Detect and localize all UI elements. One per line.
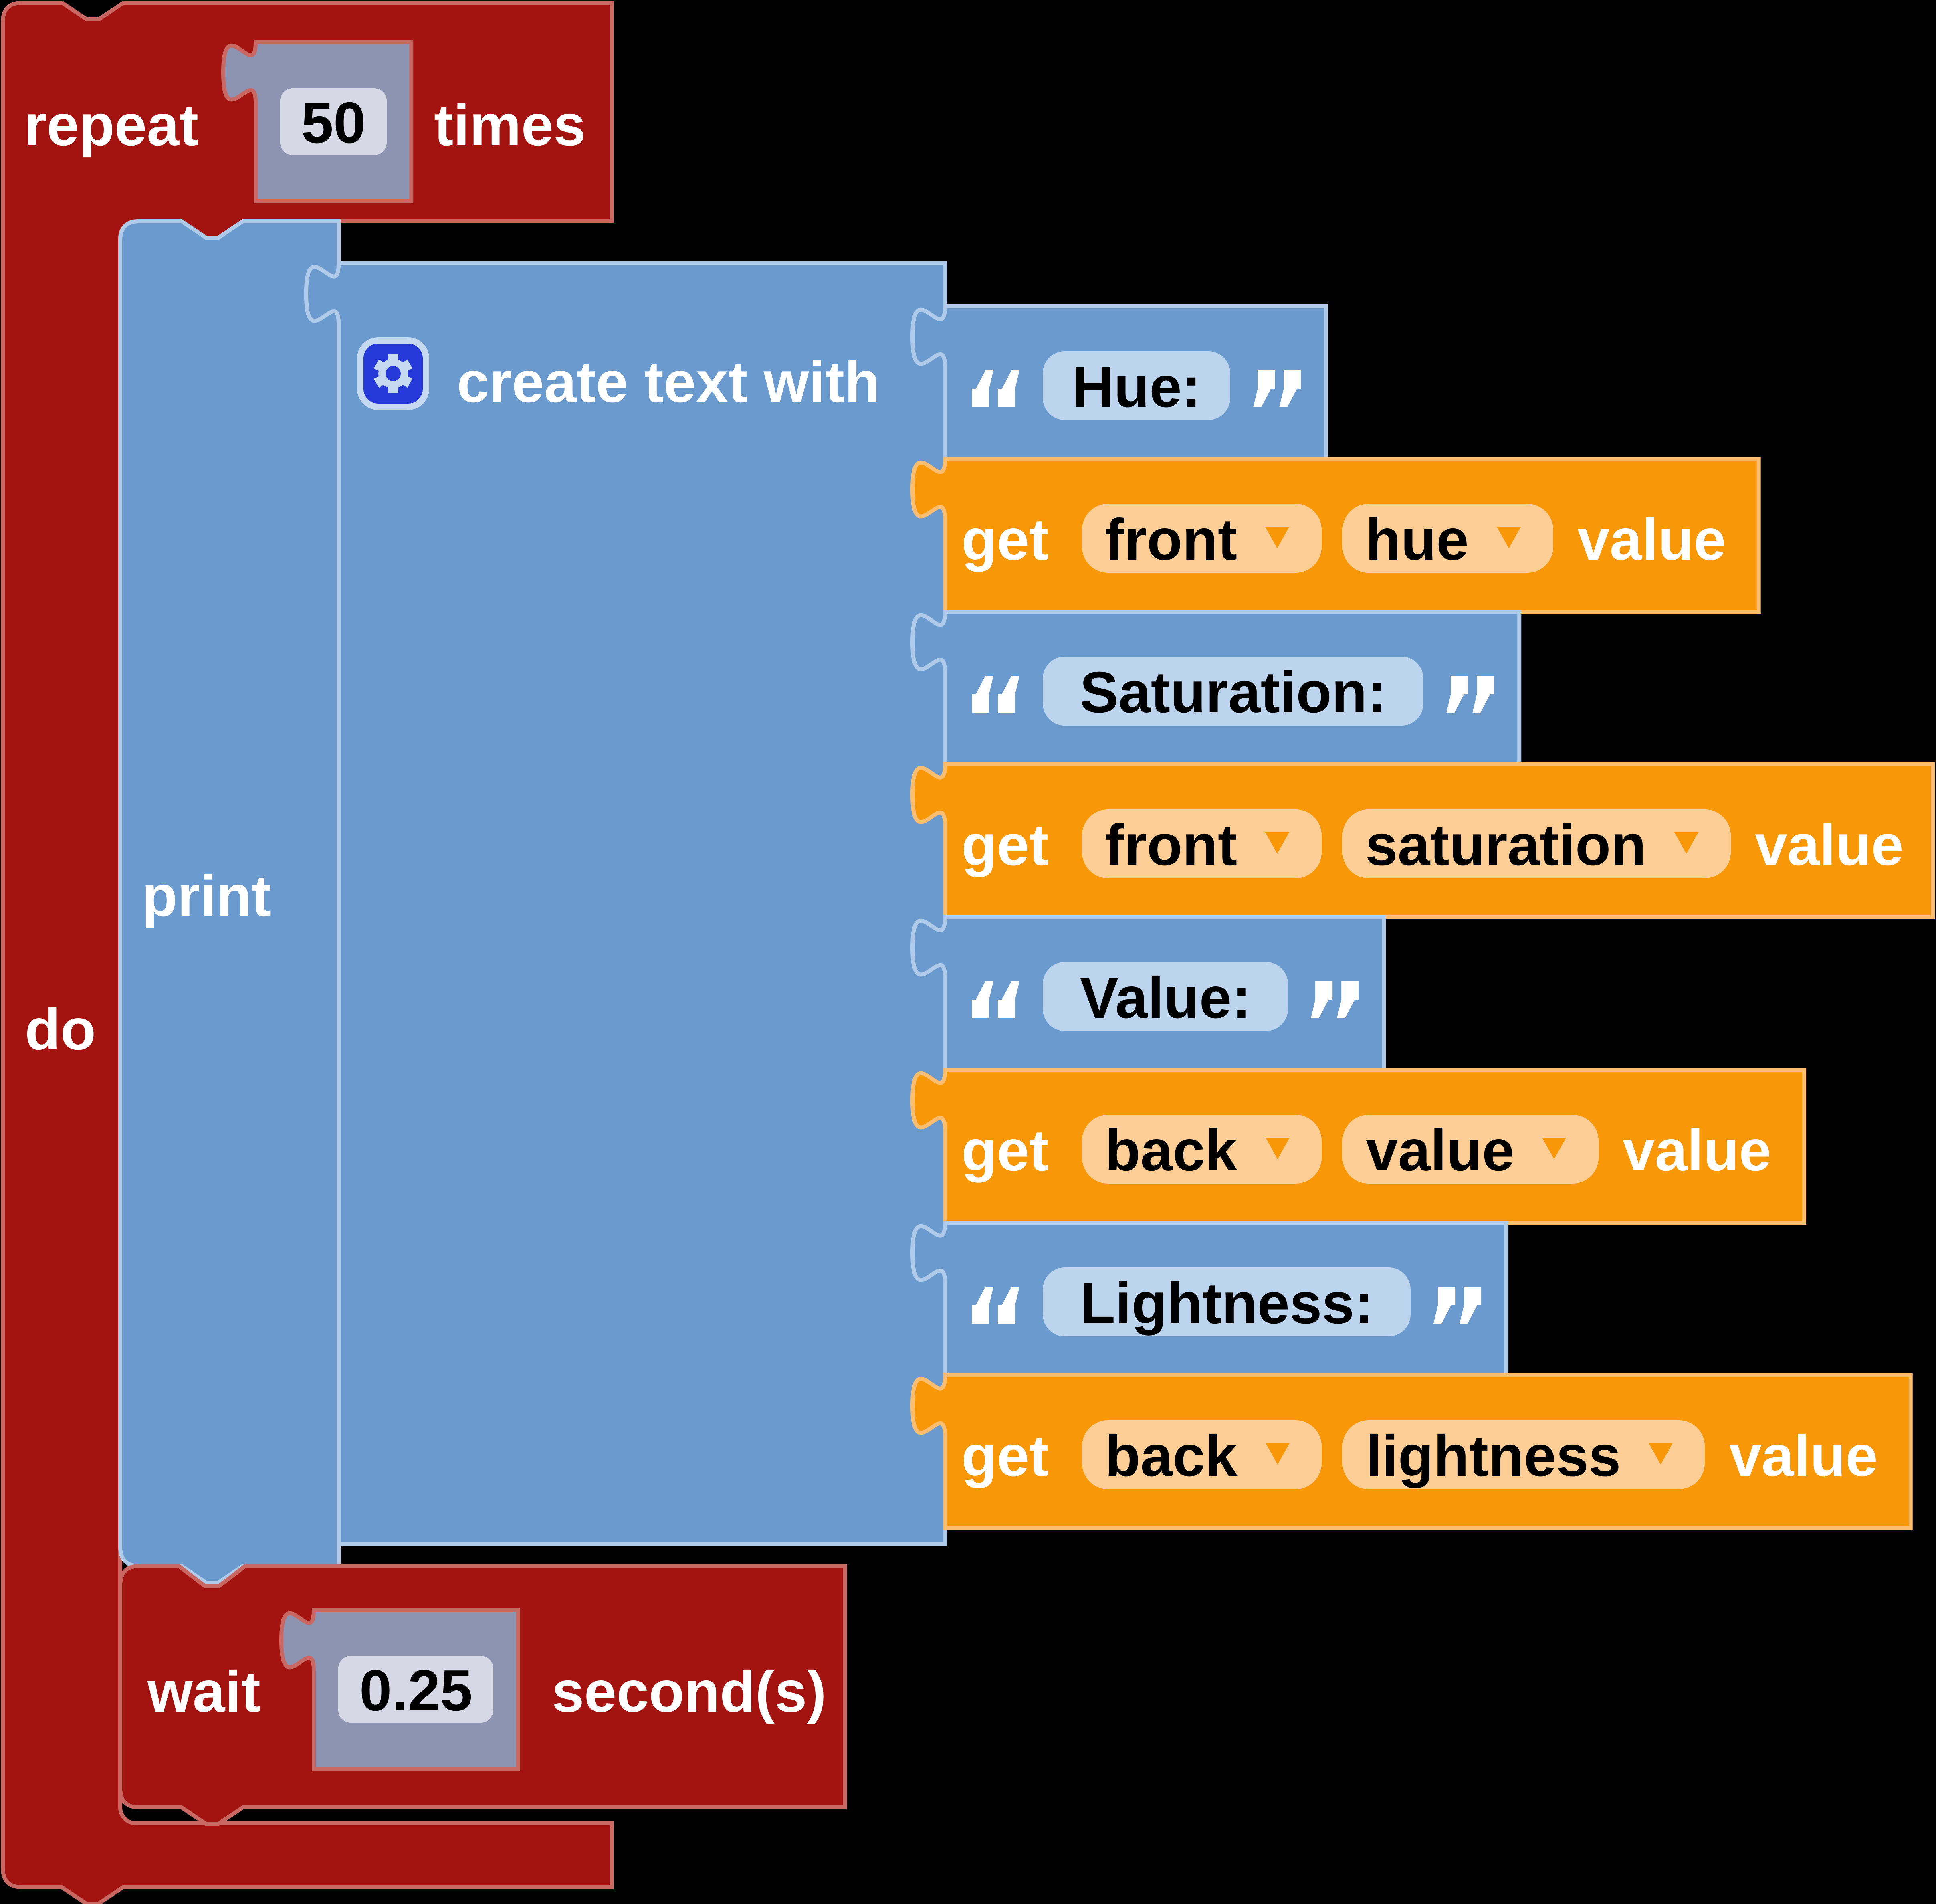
svg-text:hue: hue (1365, 507, 1469, 572)
svg-text:front: front (1105, 507, 1237, 572)
svg-text:0.25: 0.25 (359, 1658, 472, 1723)
svg-text:back: back (1105, 1118, 1238, 1183)
svg-text:get: get (961, 1423, 1049, 1488)
svg-text:value: value (1366, 1118, 1514, 1183)
svg-text:do: do (25, 997, 96, 1062)
svg-text:value: value (1755, 813, 1904, 877)
svg-text:get: get (961, 507, 1049, 572)
svg-text:Hue:: Hue: (1072, 354, 1201, 419)
svg-text:lightness: lightness (1366, 1423, 1621, 1488)
svg-text:value: value (1577, 507, 1726, 572)
svg-text:times: times (434, 93, 586, 158)
svg-text:back: back (1105, 1423, 1238, 1488)
svg-text:get: get (961, 813, 1049, 877)
svg-text:wait: wait (147, 1659, 260, 1724)
svg-text:saturation: saturation (1365, 813, 1646, 877)
svg-text:Value:: Value: (1080, 965, 1251, 1030)
svg-text:Saturation:: Saturation: (1080, 660, 1386, 725)
svg-text:repeat: repeat (24, 93, 198, 158)
svg-text:value: value (1623, 1118, 1771, 1183)
svg-text:front: front (1105, 813, 1237, 877)
svg-text:get: get (961, 1118, 1049, 1183)
svg-text:value: value (1729, 1423, 1878, 1488)
svg-text:second(s): second(s) (552, 1659, 826, 1724)
svg-text:50: 50 (301, 90, 365, 155)
svg-text:create text with: create text with (457, 350, 880, 414)
svg-text:Lightness:: Lightness: (1080, 1271, 1373, 1336)
svg-text:print: print (142, 863, 271, 928)
